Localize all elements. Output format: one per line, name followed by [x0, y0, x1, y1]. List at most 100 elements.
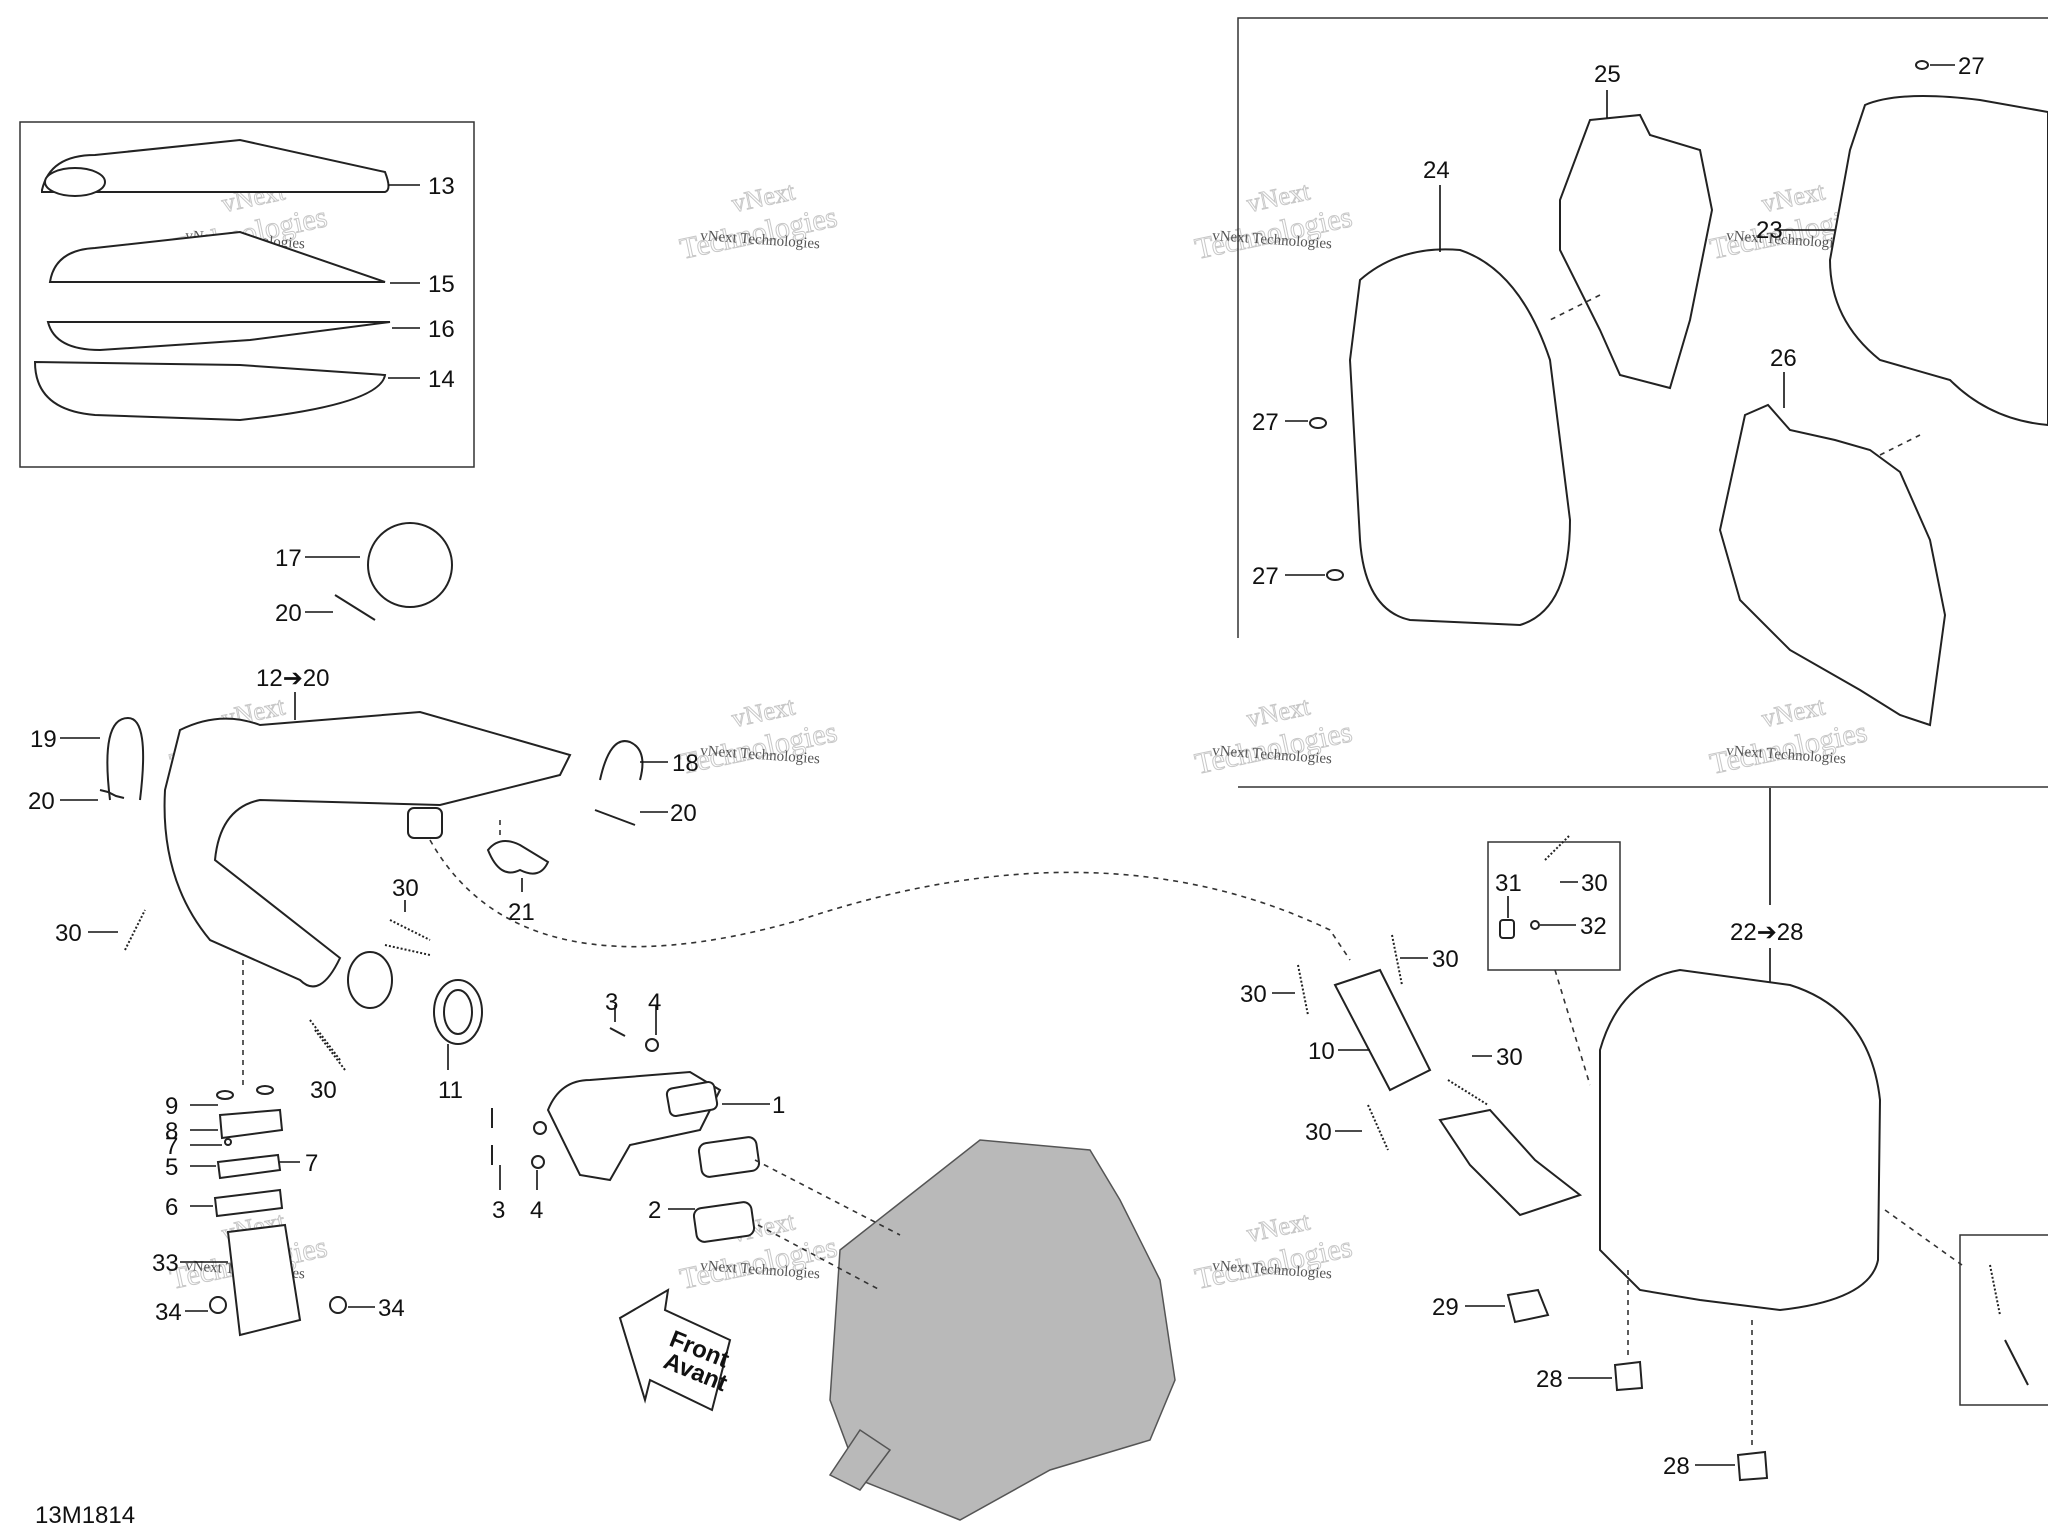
callout-30e: 30 [1240, 981, 1267, 1008]
springs-left: 30 30 30 [55, 875, 431, 1104]
callout-13: 13 [428, 173, 455, 200]
inset-frame [19, 121, 475, 468]
nut-27c [1915, 60, 1929, 70]
callout-18: 18 [672, 750, 699, 777]
shield-plate-26 [1718, 403, 1947, 727]
washer-4b [533, 1121, 547, 1135]
callout-26: 26 [1770, 345, 1797, 372]
engine-group [754, 1139, 1176, 1521]
washer-4c [531, 1155, 545, 1169]
nut-32 [1530, 920, 1540, 930]
dash-31 [1554, 969, 1591, 1086]
shield-plate-25 [1559, 113, 1714, 390]
spring-20b [99, 789, 125, 799]
spring-30g [1447, 1079, 1489, 1106]
spring-30c [309, 1019, 346, 1071]
nut-7a [224, 1138, 232, 1146]
callout-10: 10 [1308, 1038, 1335, 1065]
flange-11-group: 11 [433, 979, 483, 1104]
inset-right-edge [1959, 1234, 2048, 1406]
spring-20 [334, 594, 376, 621]
engine-shaft [828, 1428, 892, 1491]
diagram-id: 13M1814 [35, 1502, 135, 1529]
inset-31-32 [1487, 841, 1621, 971]
dash-right-inset [1884, 1209, 1963, 1266]
heat-shield-14 [33, 360, 387, 422]
callout-27b: 27 [1252, 563, 1279, 590]
muffler-assembly-group: 22➔28 30 31 32 10 30 30 30 30 [1240, 788, 2048, 1482]
callout-30b: 30 [392, 875, 419, 902]
washer-9 [216, 1090, 234, 1100]
spring-30i [1989, 1264, 2001, 1316]
gasket-2a [697, 1136, 761, 1178]
callout-28b: 28 [1663, 1453, 1690, 1480]
expansion-chamber-group: 12➔20 [163, 665, 572, 1009]
callout-34b: 34 [378, 1295, 405, 1322]
bolt-3a [609, 1027, 626, 1037]
bracket-21-group: 21 [486, 820, 550, 926]
washer-9b [256, 1085, 274, 1095]
ring-19 [106, 716, 145, 801]
callout-6: 6 [165, 1194, 178, 1221]
callout-20b: 20 [28, 788, 55, 815]
muffler-shell-23 [1828, 95, 2048, 427]
callout-20a: 20 [275, 600, 302, 627]
plate-5 [216, 1153, 282, 1180]
callout-30c: 30 [310, 1077, 337, 1104]
ring-18-group: 18 20 [594, 740, 699, 827]
callout-29: 29 [1432, 1294, 1459, 1321]
upper-right-frame [1237, 17, 2048, 638]
upper-right-panel: 24 25 23 26 27 27 27 [1237, 17, 2048, 788]
bumper-28b [1736, 1450, 1769, 1482]
callout-12: 12➔20 [256, 665, 330, 692]
callout-34a: 34 [155, 1299, 182, 1326]
rubber-block-29 [1506, 1288, 1550, 1324]
nut-27a [1309, 417, 1327, 429]
spring-20c [594, 809, 636, 826]
callout-22: 22➔28 [1730, 919, 1804, 946]
callout-4b: 4 [530, 1197, 543, 1224]
spring-30f [1391, 934, 1403, 986]
bracket-6 [213, 1188, 284, 1218]
callout-9: 9 [165, 1093, 178, 1120]
dash-engine-b [757, 1224, 881, 1291]
callout-32: 32 [1580, 913, 1607, 940]
callout-25: 25 [1594, 61, 1621, 88]
expansion-chamber-12 [163, 710, 572, 988]
callout-16: 16 [428, 316, 455, 343]
spring-30b [384, 919, 431, 956]
ring-17 [367, 522, 453, 608]
bracket-21 [486, 840, 550, 875]
callout-31: 31 [1495, 870, 1522, 897]
dash-connection [429, 839, 1351, 961]
heat-shield-16 [46, 321, 391, 352]
manifold-group: 1 3 4 3 4 2 [491, 989, 785, 1243]
dash-26 [1879, 434, 1921, 456]
callout-33: 33 [152, 1250, 179, 1277]
inset-heat-shields: 13 15 16 14 [19, 121, 475, 468]
callout-30h: 30 [1305, 1119, 1332, 1146]
callout-23: 23 [1756, 217, 1783, 244]
ring-17-group: 17 20 [275, 522, 453, 627]
flange-11-inner [443, 989, 473, 1035]
callout-27c: 27 [1958, 53, 1985, 80]
gasket-2b [692, 1201, 756, 1243]
clip-31 [1499, 919, 1515, 939]
callout-3b: 3 [492, 1197, 505, 1224]
support-bracket-33 [226, 1223, 302, 1337]
callout-14: 14 [428, 366, 455, 393]
ring-19-group: 19 20 [28, 716, 145, 815]
mount-rubber-8 [218, 1108, 284, 1140]
heat-shield-13 [41, 138, 390, 193]
muffler-inlet-pipe [1438, 1108, 1583, 1217]
spring-30e [1297, 964, 1309, 1016]
callout-30a: 30 [55, 920, 82, 947]
chamber-inlet-flange [347, 951, 393, 1009]
heat-shield-15 [48, 230, 386, 283]
callout-30g: 30 [1496, 1044, 1523, 1071]
callout-30f: 30 [1432, 946, 1459, 973]
callout-17: 17 [275, 545, 302, 572]
spring-30a [124, 909, 146, 951]
heat-shield-13-end [44, 167, 106, 197]
engine-block [829, 1139, 1176, 1521]
